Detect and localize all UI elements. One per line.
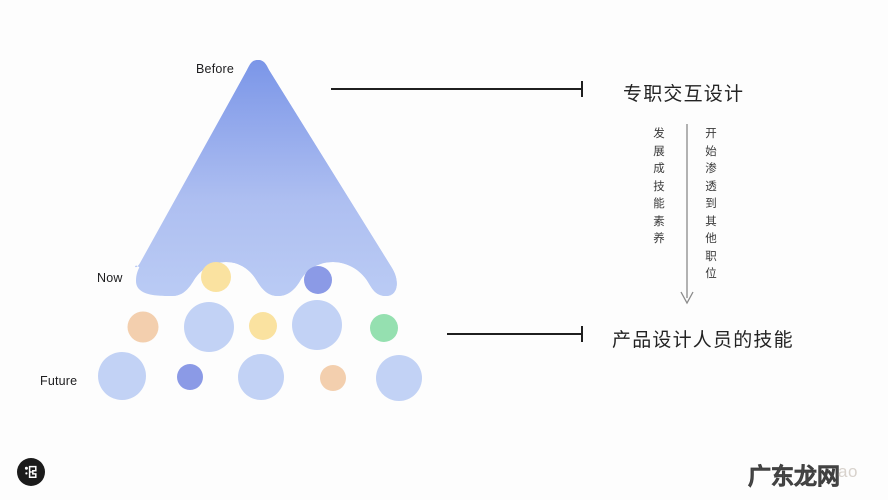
vertical-note-char: 到 bbox=[705, 198, 717, 210]
vertical-note-char: 技 bbox=[653, 180, 665, 193]
watermark-faint-text: ao bbox=[838, 462, 858, 481]
vertical-note-char: 位 bbox=[705, 268, 717, 280]
vertical-note-char: 其 bbox=[705, 215, 717, 228]
heading-dedicated-interaction-design: 专职交互设计 bbox=[623, 84, 745, 105]
stage-label-future: Future bbox=[40, 374, 78, 388]
vertical-note-char: 能 bbox=[653, 198, 665, 210]
bubble bbox=[98, 352, 146, 400]
bubble bbox=[376, 355, 422, 401]
vertical-note-char: 透 bbox=[705, 180, 717, 193]
vertical-note-char: 职 bbox=[705, 250, 717, 263]
bubble bbox=[127, 311, 159, 343]
bubble bbox=[184, 302, 234, 352]
vertical-note-char: 成 bbox=[653, 163, 665, 175]
bubble bbox=[201, 262, 231, 292]
vertical-note-char: 发 bbox=[653, 128, 665, 140]
flow-arrow bbox=[680, 124, 694, 305]
bubble bbox=[249, 312, 277, 340]
skill-bubbles bbox=[98, 262, 422, 401]
watermark-text: 广东龙网 bbox=[748, 463, 841, 490]
bubble bbox=[304, 266, 332, 294]
vertical-note-char: 展 bbox=[653, 145, 665, 158]
stage-label-before: Before bbox=[196, 62, 235, 76]
bubble bbox=[292, 300, 342, 350]
bubble bbox=[238, 354, 284, 400]
stage-label-now: Now bbox=[97, 271, 123, 285]
vertical-note-char: 素 bbox=[653, 215, 665, 228]
bubble bbox=[177, 364, 203, 390]
bubble bbox=[320, 365, 346, 391]
mountain-shape bbox=[135, 60, 397, 296]
heading-product-designer-skills: 产品设计人员的技能 bbox=[612, 330, 794, 351]
vertical-note-right: 开始渗透到其他职位 bbox=[703, 126, 719, 284]
connector-rules bbox=[331, 81, 583, 342]
brand-logo-icon bbox=[17, 458, 45, 486]
vertical-note-char: 他 bbox=[705, 233, 717, 245]
bubble bbox=[370, 314, 398, 342]
vertical-note-left: 发展成技能素养 bbox=[651, 126, 667, 249]
vertical-note-char: 始 bbox=[705, 145, 717, 158]
vertical-note-char: 开 bbox=[705, 128, 717, 140]
vertical-note-char: 渗 bbox=[705, 163, 717, 175]
vertical-note-char: 养 bbox=[653, 233, 665, 245]
logo-glyph bbox=[24, 465, 37, 478]
